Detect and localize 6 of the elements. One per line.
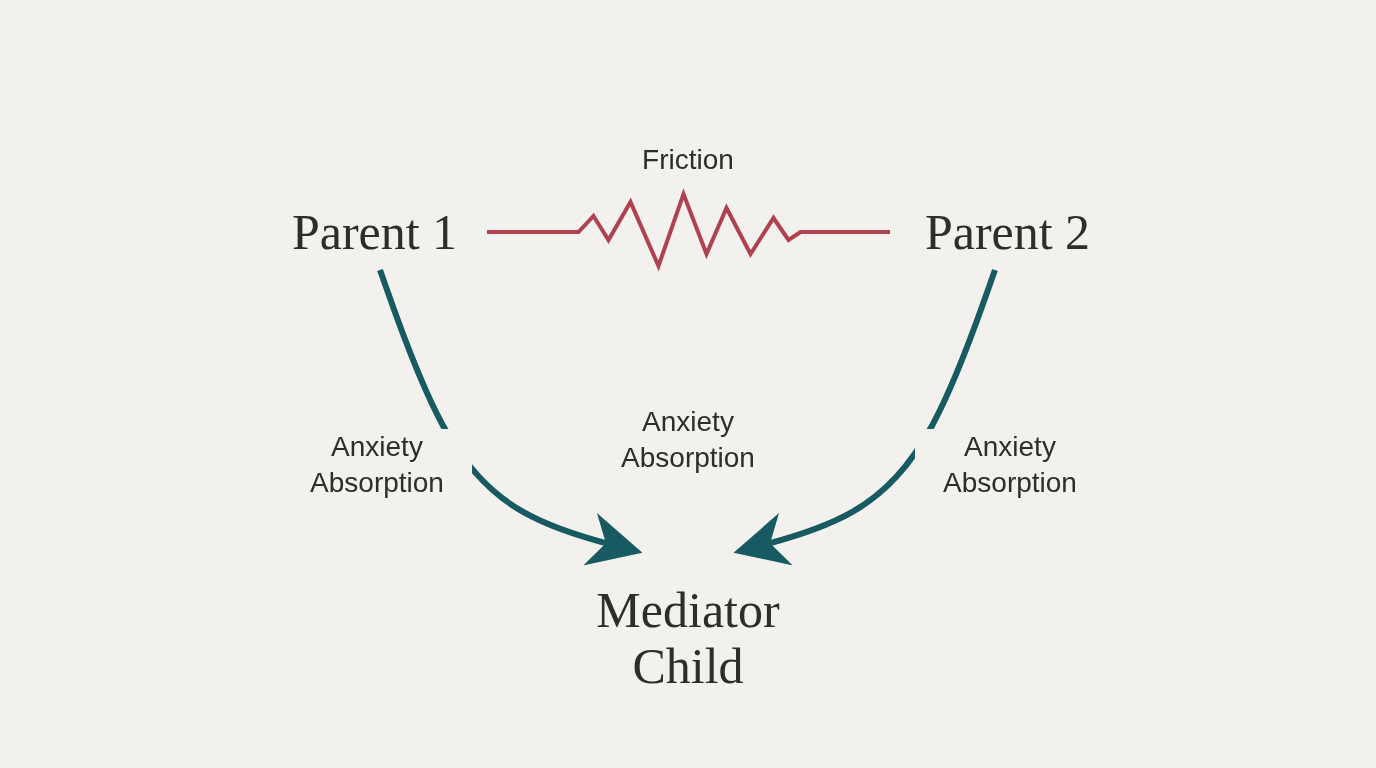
curved-arrow [733,269,998,566]
node-label: Mediator Child [595,581,781,694]
zigzag-line [487,188,890,272]
node-label: Parent 1 [291,204,458,260]
curved-arrow [377,269,643,566]
node-label: Parent 2 [924,204,1091,260]
